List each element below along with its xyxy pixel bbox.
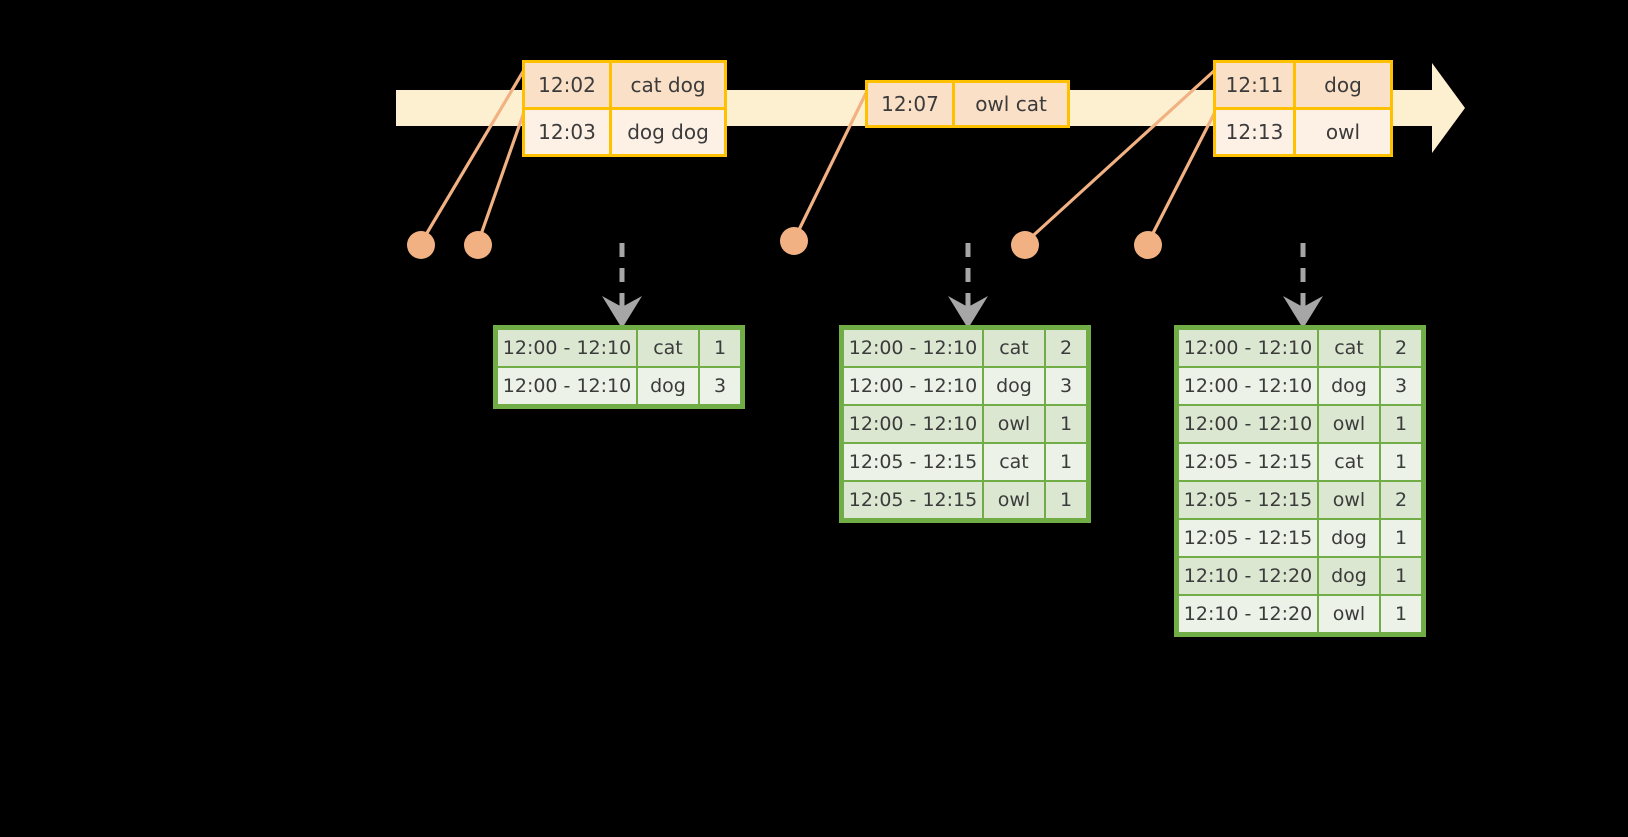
table-cell-count: 3 [1380,367,1422,405]
timeline-event-row[interactable]: 12:13 owl [1216,107,1390,154]
table-cell-window: 12:00 - 12:10 [1178,367,1318,405]
table-cell-count: 2 [1380,481,1422,519]
connector-dot-5 [1134,231,1162,259]
table-cell-word: dog [983,367,1045,405]
event-time: 12:03 [525,110,612,154]
timeline-event-group-1[interactable]: 12:02 cat dog 12:03 dog dog [522,60,727,157]
table-cell-count: 1 [1380,519,1422,557]
connector-line-3 [792,92,868,241]
event-words: owl cat [955,83,1067,125]
table-cell-word: owl [1318,481,1380,519]
table-cell-count: 1 [1045,443,1087,481]
event-words: cat dog [612,63,724,107]
table-cell-window: 12:00 - 12:10 [497,367,637,405]
event-words: dog dog [612,110,724,154]
table-cell-window: 12:00 - 12:10 [843,405,983,443]
table-cell-word: owl [1318,595,1380,633]
event-time: 12:02 [525,63,612,107]
event-time: 12:13 [1216,110,1296,154]
event-words: owl [1296,110,1390,154]
table-cell-word: dog [1318,367,1380,405]
dashed-arrows [602,243,1323,329]
event-words: dog [1296,63,1390,107]
timeline-event-group-3[interactable]: 12:11 dog 12:13 owl [1213,60,1393,157]
table-cell-window: 12:05 - 12:15 [843,443,983,481]
table-cell-word: cat [983,443,1045,481]
table-cell-word: cat [1318,329,1380,367]
table-cell-word: dog [1318,557,1380,595]
table-cell-window: 12:10 - 12:20 [1178,595,1318,633]
table-cell-word: dog [1318,519,1380,557]
table-cell-window: 12:05 - 12:15 [1178,443,1318,481]
table-cell-window: 12:05 - 12:15 [1178,481,1318,519]
timeline-event-row[interactable]: 12:03 dog dog [525,107,724,154]
table-cell-word: dog [637,367,699,405]
table-cell-window: 12:00 - 12:10 [497,329,637,367]
timeline-event-row[interactable]: 12:02 cat dog [525,63,724,107]
connector-line-2 [476,111,526,244]
table-cell-word: cat [637,329,699,367]
event-time: 12:07 [868,83,955,125]
connector-dot-4 [1011,231,1039,259]
table-cell-word: cat [983,329,1045,367]
table-cell-count: 2 [1045,329,1087,367]
table-cell-count: 2 [1380,329,1422,367]
timeline-event-group-2[interactable]: 12:07 owl cat [865,80,1070,128]
table-cell-count: 1 [1045,481,1087,519]
table-cell-window: 12:05 - 12:15 [1178,519,1318,557]
table-cell-word: owl [983,481,1045,519]
table-cell-count: 1 [1380,405,1422,443]
table-cell-window: 12:00 - 12:10 [1178,329,1318,367]
connector-dot-1 [407,231,435,259]
connector-dots [407,227,1162,259]
table-cell-count: 1 [699,329,741,367]
table-cell-word: owl [1318,405,1380,443]
table-cell-window: 12:00 - 12:10 [843,367,983,405]
table-cell-window: 12:00 - 12:10 [843,329,983,367]
connector-dot-3 [780,227,808,255]
connector-line-1 [419,69,526,244]
connector-dot-2 [464,231,492,259]
table-cell-count: 1 [1045,405,1087,443]
table-cell-window: 12:00 - 12:10 [1178,405,1318,443]
table-cell-window: 12:05 - 12:15 [843,481,983,519]
event-time: 12:11 [1216,63,1296,107]
table-cell-count: 1 [1380,557,1422,595]
timeline-event-row[interactable]: 12:11 dog [1216,63,1390,107]
table-cell-word: owl [983,405,1045,443]
table-cell-count: 1 [1380,443,1422,481]
connector-line-5 [1146,111,1217,244]
table-cell-count: 3 [699,367,741,405]
table-cell-count: 1 [1380,595,1422,633]
table-cell-window: 12:10 - 12:20 [1178,557,1318,595]
table-cell-word: cat [1318,443,1380,481]
timeline-event-row[interactable]: 12:07 owl cat [868,83,1067,125]
table-cell-count: 3 [1045,367,1087,405]
